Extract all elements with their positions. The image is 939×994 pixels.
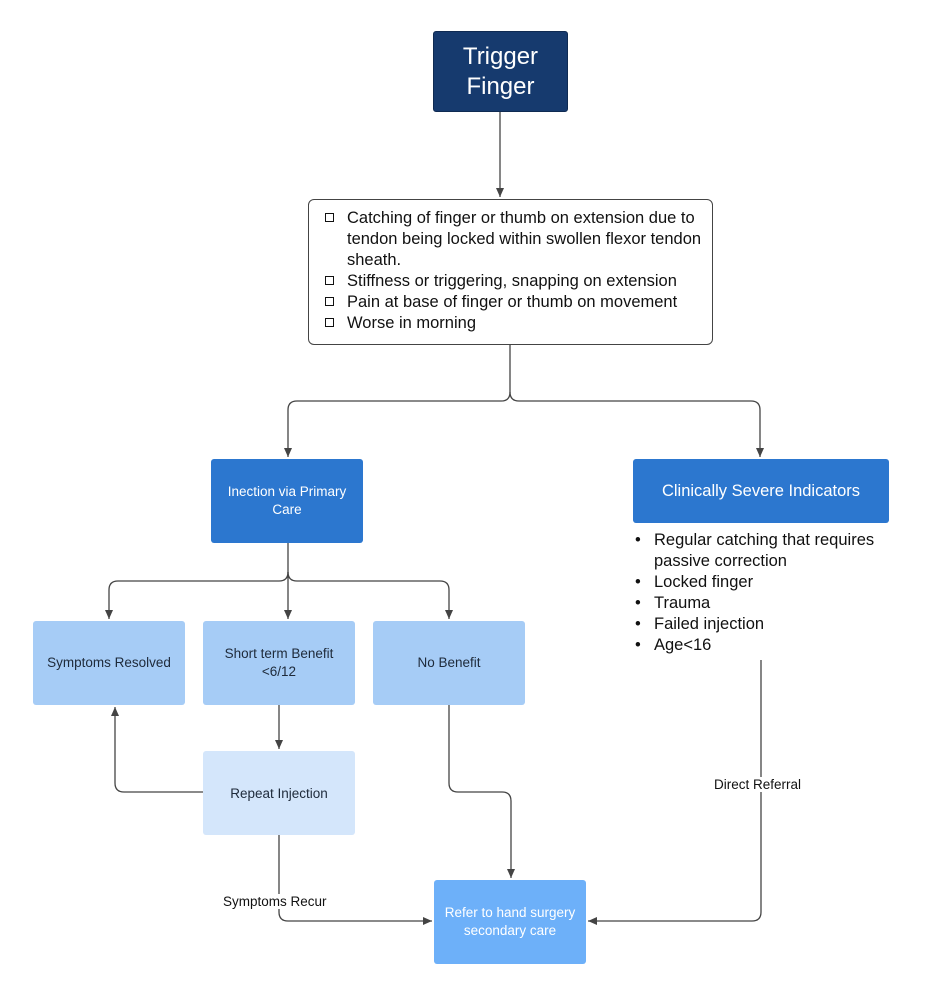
- severe-indicator-item: • Trauma: [633, 593, 923, 614]
- node-severe-indicators: Clinically Severe Indicators: [633, 459, 889, 523]
- edge-symptoms-to-injection: [284, 345, 511, 457]
- edge-injection-to-nobenefit: [287, 571, 453, 619]
- symptom-text: Stiffness or triggering, snapping on ext…: [347, 272, 677, 290]
- node-no-benefit-label: No Benefit: [417, 655, 481, 670]
- edge-nobenefit-to-refer: [448, 705, 515, 878]
- node-short-term-benefit-label: Short term Benefit <6/12: [224, 646, 334, 679]
- symptom-text: Catching of finger or thumb on extension…: [347, 209, 702, 269]
- symptom-item: Catching of finger or thumb on extension…: [325, 208, 702, 271]
- node-repeat-injection-label: Repeat Injection: [230, 785, 328, 801]
- checkbox-icon: [325, 276, 334, 285]
- node-injection-label: Inection via Primary Care: [227, 484, 347, 517]
- severe-indicator-text: Locked finger: [654, 573, 754, 591]
- node-injection: Inection via Primary Care: [211, 459, 363, 543]
- bullet-icon: •: [635, 615, 641, 633]
- node-repeat-injection: Repeat Injection: [203, 751, 355, 835]
- checkbox-icon: [325, 318, 334, 327]
- severe-indicator-item: • Age<16: [633, 635, 923, 656]
- bullet-icon: •: [635, 573, 641, 591]
- symptom-text: Worse in morning: [347, 314, 476, 332]
- severe-indicator-item: • Failed injection: [633, 614, 923, 635]
- edge-injection-to-resolved: [105, 543, 289, 619]
- node-trigger-finger-label: Trigger Finger: [462, 42, 539, 100]
- node-symptoms: Catching of finger or thumb on extension…: [308, 199, 713, 345]
- edge-symptoms-to-severe: [509, 391, 764, 457]
- symptoms-list: Catching of finger or thumb on extension…: [309, 200, 712, 334]
- node-refer-hand-surgery: Refer to hand surgery secondary care: [434, 880, 586, 964]
- node-severe-label: Clinically Severe Indicators: [661, 481, 861, 500]
- edge-repeat-to-resolved: [111, 707, 203, 793]
- node-symptoms-resolved-label: Symptoms Resolved: [47, 655, 171, 670]
- node-short-term-benefit: Short term Benefit <6/12: [203, 621, 355, 705]
- edge-severe-to-refer: [588, 660, 762, 925]
- checkbox-icon: [325, 297, 334, 306]
- node-symptoms-resolved: Symptoms Resolved: [33, 621, 185, 705]
- severe-indicator-text: Regular catching that requires passive c…: [654, 531, 875, 570]
- severe-indicator-text: Age<16: [654, 636, 712, 654]
- symptom-item: Stiffness or triggering, snapping on ext…: [325, 271, 702, 292]
- bullet-icon: •: [635, 594, 641, 612]
- node-refer-label: Refer to hand surgery secondary care: [444, 905, 576, 938]
- symptom-text: Pain at base of finger or thumb on movem…: [347, 293, 678, 311]
- bullet-icon: •: [635, 531, 641, 549]
- severe-indicator-text: Failed injection: [654, 615, 765, 633]
- severe-indicator-item: • Locked finger: [633, 572, 923, 593]
- node-no-benefit: No Benefit: [373, 621, 525, 705]
- symptom-item: Worse in morning: [325, 313, 702, 334]
- edge-label-direct-referral: Direct Referral: [714, 777, 802, 792]
- symptom-item: Pain at base of finger or thumb on movem…: [325, 292, 702, 313]
- node-trigger-finger: Trigger Finger: [433, 31, 568, 112]
- edge-repeat-to-refer: [278, 835, 432, 925]
- checkbox-icon: [325, 213, 334, 222]
- severe-indicator-item: • Regular catching that requires passive …: [633, 530, 923, 572]
- edge-label-symptoms-recur: Symptoms Recur: [223, 894, 327, 909]
- severe-indicators-list: • Regular catching that requires passive …: [633, 530, 923, 656]
- severe-indicator-text: Trauma: [654, 594, 711, 612]
- bullet-icon: •: [635, 636, 641, 654]
